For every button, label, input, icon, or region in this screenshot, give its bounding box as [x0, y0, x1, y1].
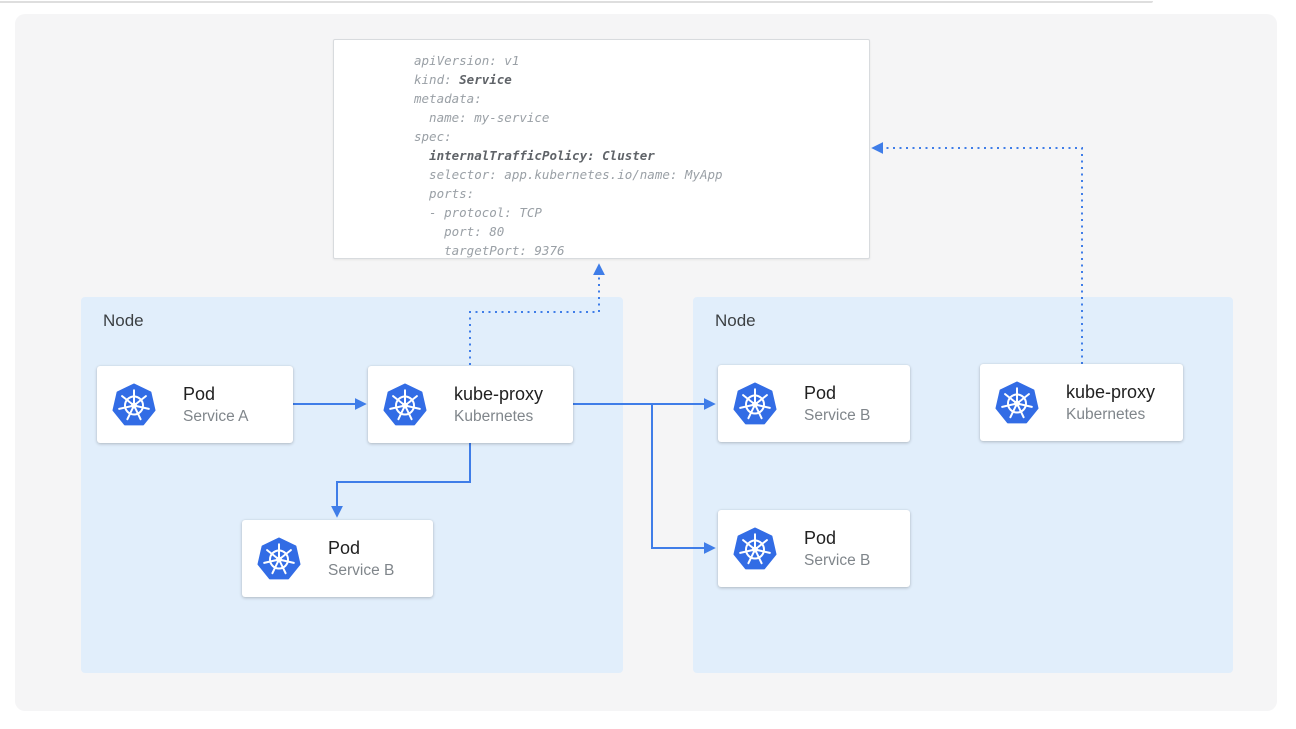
arrow-kube-proxy-to-pod-b-left: [331, 443, 471, 518]
card-subtitle: Service B: [328, 562, 395, 579]
kubernetes-icon: [732, 527, 778, 571]
arrow-kube-proxy-to-pod-b-right-bottom: [651, 404, 716, 554]
pod-service-b-left-card: Pod Service B: [242, 520, 433, 597]
yaml-line: - protocol: TCP: [414, 205, 542, 220]
dotted-arrow-kube-proxy-right-to-yaml: [871, 142, 1083, 364]
kubernetes-icon: [111, 383, 157, 427]
yaml-line: spec:: [414, 129, 452, 144]
yaml-line: ports:: [414, 186, 475, 201]
node-left: Node: [81, 297, 623, 673]
yaml-line: selector: app.kubernetes.io/name: MyApp: [414, 167, 723, 182]
service-yaml-panel: apiVersion: v1 kind: Service metadata: nam…: [333, 39, 870, 259]
yaml-line: port: 80: [414, 224, 505, 239]
card-text: Pod Service B: [804, 381, 870, 426]
top-divider-rule: [0, 1, 1153, 3]
card-title: Pod: [804, 383, 837, 403]
yaml-line: name: my-service: [414, 110, 550, 125]
kubernetes-icon: [732, 382, 778, 426]
card-title: kube-proxy: [454, 384, 544, 404]
pod-service-b-right-bottom-card: Pod Service B: [718, 510, 910, 587]
yaml-line: apiVersion: v1: [414, 53, 520, 68]
kube-proxy-right-card: kube-proxy Kubernetes: [980, 364, 1183, 441]
card-title: kube-proxy: [1066, 382, 1156, 402]
pod-service-a-card: Pod Service A: [97, 366, 293, 443]
card-text: kube-proxy Kubernetes: [454, 382, 543, 427]
node-right-label: Node: [715, 311, 756, 330]
card-subtitle: Service B: [804, 552, 871, 569]
kube-proxy-left-card: kube-proxy Kubernetes: [368, 366, 573, 443]
card-text: Pod Service B: [328, 536, 394, 581]
kubernetes-icon: [994, 381, 1040, 425]
card-subtitle: Kubernetes: [1066, 406, 1146, 423]
card-subtitle: Service B: [804, 407, 871, 424]
card-text: Pod Service B: [804, 526, 870, 571]
card-text: Pod Service A: [183, 382, 248, 427]
yaml-line: kind: Service: [414, 72, 512, 87]
card-title: Pod: [328, 538, 361, 558]
dotted-arrow-kube-proxy-left-to-yaml: [469, 263, 605, 365]
node-right: Node: [693, 297, 1233, 673]
node-left-label: Node: [103, 311, 144, 330]
card-title: Pod: [804, 528, 837, 548]
card-title: Pod: [183, 384, 216, 404]
kubernetes-icon: [256, 537, 302, 581]
yaml-line: metadata:: [414, 91, 482, 106]
yaml-line: internalTrafficPolicy: Cluster: [429, 148, 655, 163]
diagram-canvas: Node Node: [15, 14, 1277, 711]
kubernetes-icon: [382, 383, 428, 427]
card-text: kube-proxy Kubernetes: [1066, 380, 1155, 425]
card-subtitle: Kubernetes: [454, 408, 534, 425]
pod-service-b-right-top-card: Pod Service B: [718, 365, 910, 442]
yaml-line: targetPort: 9376: [414, 243, 565, 258]
card-subtitle: Service A: [183, 408, 249, 425]
yaml-code: apiVersion: v1 kind: Service metadata: nam…: [414, 51, 723, 260]
